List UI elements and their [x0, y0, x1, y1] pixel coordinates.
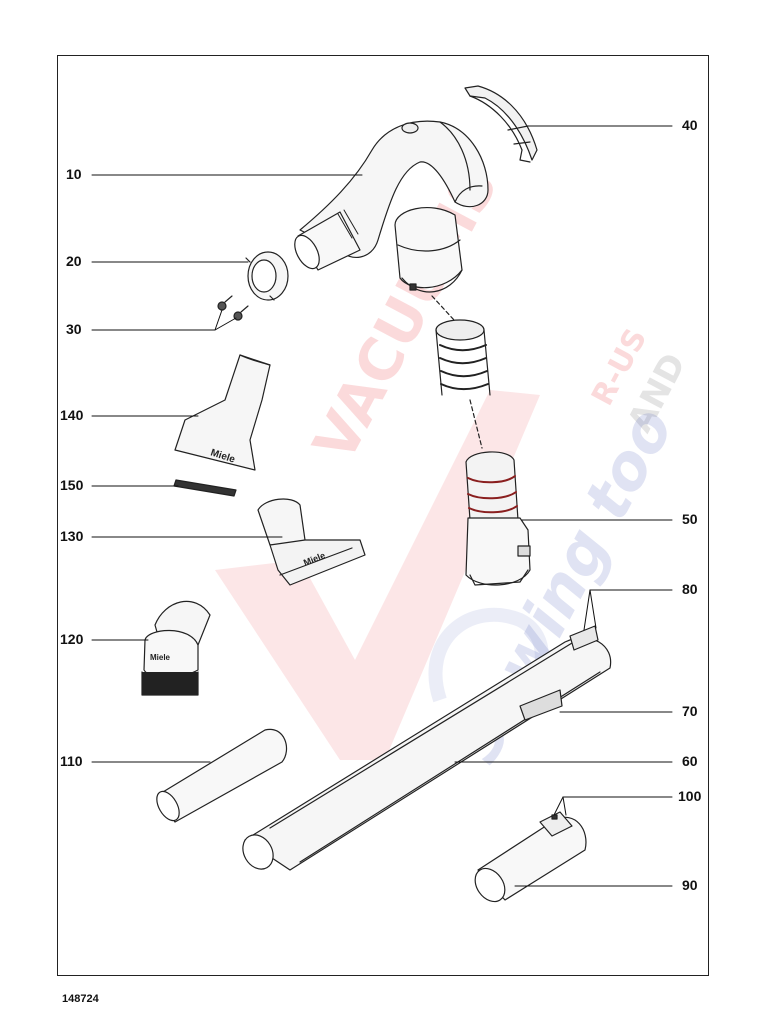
- part-30-screws: [217, 295, 249, 321]
- part-60-wand: [242, 625, 612, 871]
- part-110-crevice-tool: [156, 728, 287, 823]
- callout-130: 130: [60, 528, 84, 544]
- callout-120: 120: [60, 631, 84, 647]
- callout-30: 30: [66, 321, 82, 337]
- document-number: 148724: [62, 993, 99, 1005]
- callout-140: 140: [60, 407, 84, 423]
- leader-lines: [91, 125, 673, 887]
- part-20-ring: [245, 251, 289, 301]
- callout-60: 60: [682, 753, 698, 769]
- part-150-strip: [173, 479, 237, 497]
- part-40-handle-cover: [464, 85, 538, 163]
- callout-90: 90: [682, 877, 698, 893]
- callout-10: 10: [66, 166, 82, 182]
- callout-50: 50: [682, 511, 698, 527]
- callout-110: 110: [60, 753, 83, 769]
- diagram-border: [57, 55, 709, 976]
- part-90-adapter: [474, 811, 587, 903]
- callout-100: 100: [678, 788, 702, 804]
- part-130-nozzle: Miele: [257, 498, 366, 586]
- part-50-swivel-hose: [431, 295, 531, 586]
- callout-150: 150: [60, 477, 84, 493]
- part-120-dusting-brush: Miele: [141, 600, 211, 696]
- brand-marking-120: Miele: [150, 653, 171, 662]
- callout-70: 70: [682, 703, 698, 719]
- part-140-upholstery-tool: Miele: [174, 354, 271, 471]
- callout-80: 80: [682, 581, 698, 597]
- callout-40: 40: [682, 117, 698, 133]
- callout-20: 20: [66, 253, 82, 269]
- part-10-hose-handle: [294, 120, 489, 293]
